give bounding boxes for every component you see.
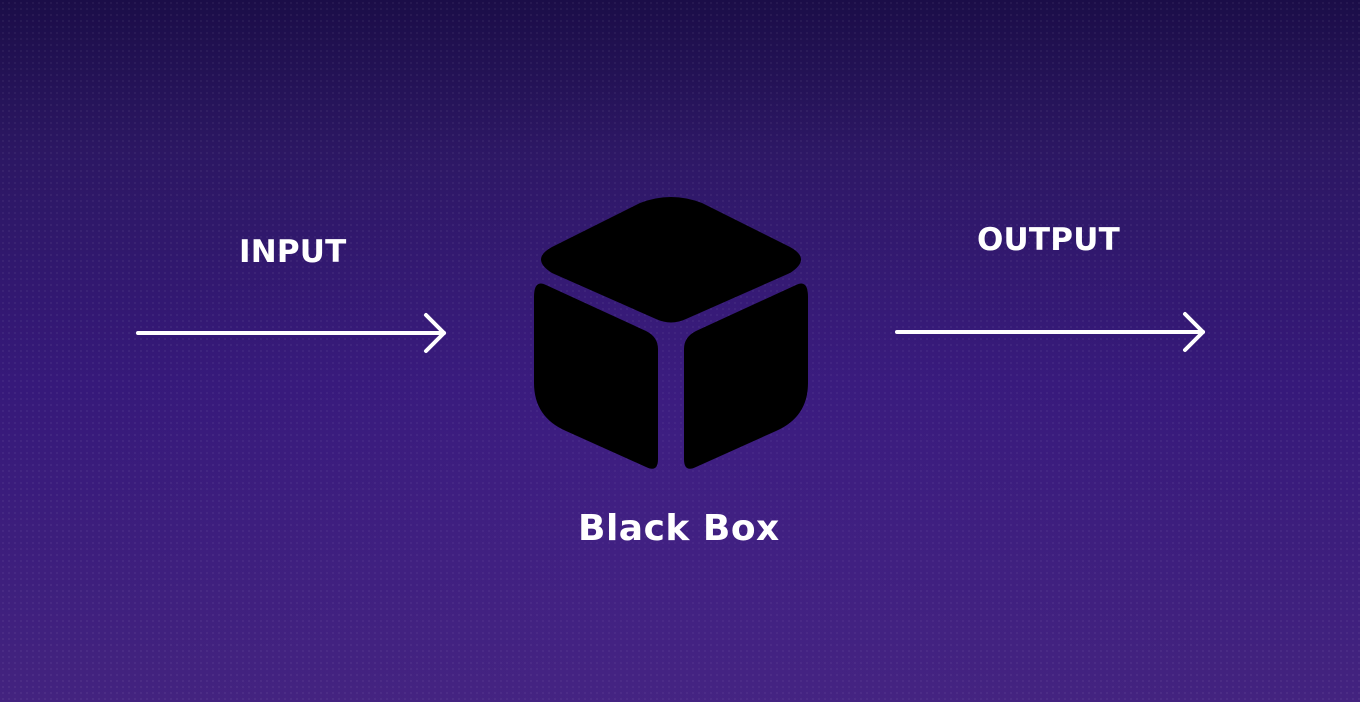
black-box-label: Black Box <box>578 508 780 549</box>
black-box-cube-icon <box>534 197 808 469</box>
output-label: OUTPUT <box>977 222 1120 258</box>
input-arrow-icon <box>136 313 446 353</box>
input-label: INPUT <box>239 234 347 270</box>
output-arrow-icon <box>895 312 1205 352</box>
